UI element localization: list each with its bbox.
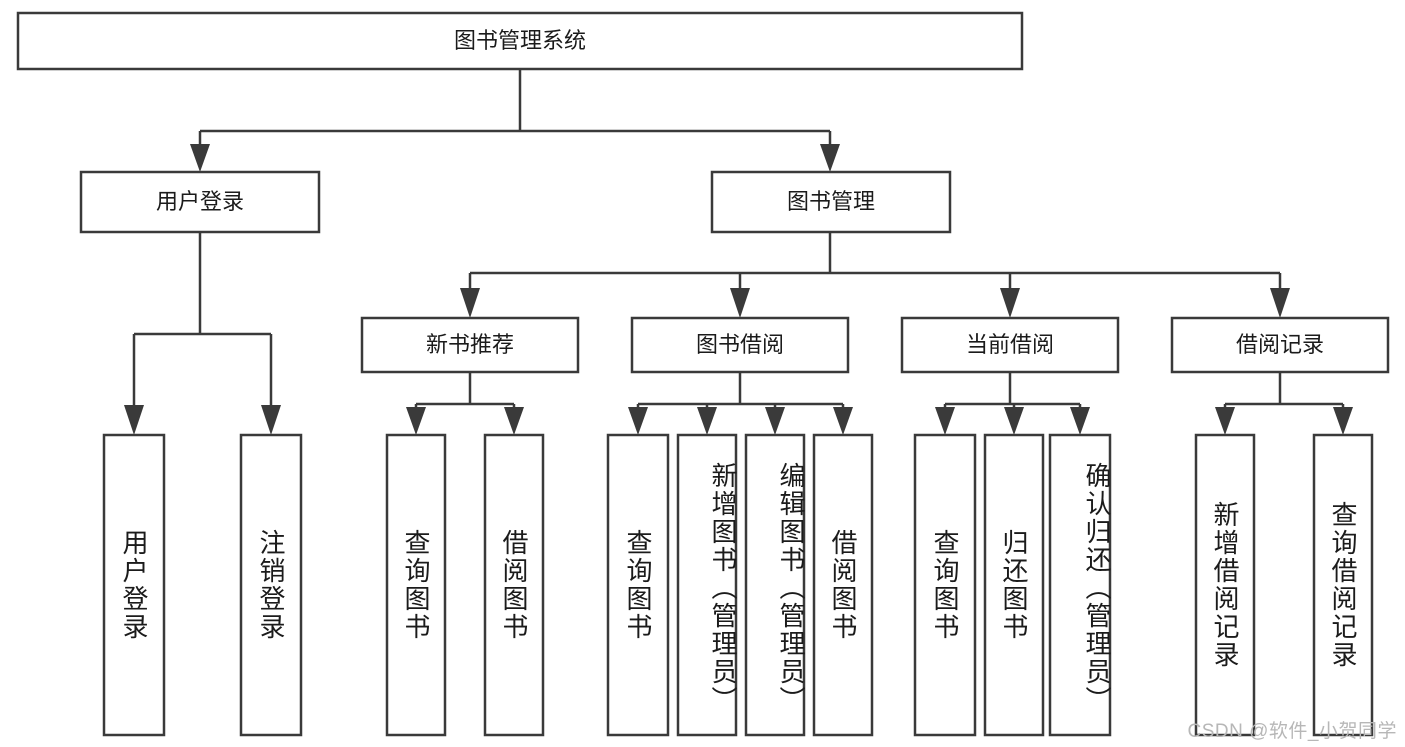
- connector-group-newbook: [406, 372, 524, 435]
- node-current-borrow-box[interactable]: [900, 316, 1120, 374]
- node-book-management[interactable]: 图书管理: [710, 170, 952, 234]
- arrow-to-leaf-user-login: [124, 405, 144, 435]
- arrow-to-leaf-confirm-return: [1070, 407, 1090, 435]
- csdn-watermark: CSDN @软件_小贺同学: [1187, 721, 1397, 742]
- node-current-borrow[interactable]: 当前借阅: [900, 316, 1120, 374]
- node-user-login[interactable]: 用户登录: [79, 170, 321, 234]
- node-new-book-recommend[interactable]: 新书推荐: [360, 316, 580, 374]
- connector-group-records: [1215, 372, 1353, 435]
- leaf-box-confirm-return[interactable]: [1048, 433, 1112, 737]
- arrow-to-leaf-query-book-2: [628, 407, 648, 435]
- node-new-book-recommend-label: 新书推荐: [426, 332, 514, 357]
- arrow-to-leaf-logout: [261, 405, 281, 435]
- arrow-to-leaf-query-book-1: [406, 407, 426, 435]
- node-book-management-label: 图书管理: [787, 189, 875, 214]
- leaf-box-query-book-1[interactable]: [385, 433, 447, 737]
- connector-group-user-login: [124, 232, 281, 435]
- connector-group-book-mgmt: [460, 232, 1290, 318]
- connector-group-current: [935, 372, 1090, 435]
- connector-group-root: [190, 69, 840, 172]
- node-book-management-box[interactable]: [710, 170, 952, 234]
- node-borrow-records-box[interactable]: [1170, 316, 1390, 374]
- leaf-box-add-book[interactable]: [676, 433, 738, 737]
- arrow-to-leaf-edit-book: [765, 407, 785, 435]
- arrow-to-book-mgmt: [820, 144, 840, 172]
- node-current-borrow-label: 当前借阅: [966, 332, 1054, 357]
- leaf-box-logout[interactable]: [239, 433, 303, 737]
- node-book-borrow-box[interactable]: [630, 316, 850, 374]
- node-borrow-records[interactable]: 借阅记录: [1170, 316, 1390, 374]
- node-root[interactable]: 图书管理系统: [16, 11, 1024, 71]
- arrow-to-leaf-query-book-3: [935, 407, 955, 435]
- node-root-box[interactable]: [16, 11, 1024, 71]
- arrow-to-leaf-query-record: [1333, 407, 1353, 435]
- leaf-box-edit-book[interactable]: [744, 433, 806, 737]
- leaf-box-user-login[interactable]: [102, 433, 166, 737]
- leaf-box-query-record[interactable]: [1312, 433, 1374, 737]
- node-book-borrow[interactable]: 图书借阅: [630, 316, 850, 374]
- arrow-to-leaf-add-book: [697, 407, 717, 435]
- node-user-login-label: 用户登录: [156, 189, 244, 214]
- arrow-to-user-login: [190, 144, 210, 172]
- node-borrow-records-label: 借阅记录: [1236, 332, 1324, 357]
- leaf-box-borrow-book-2[interactable]: [812, 433, 874, 737]
- arrow-to-current: [1000, 288, 1020, 318]
- node-book-borrow-label: 图书借阅: [696, 332, 784, 357]
- arrow-to-borrow: [730, 288, 750, 318]
- node-new-book-recommend-box[interactable]: [360, 316, 580, 374]
- node-root-label: 图书管理系统: [454, 28, 586, 53]
- arrow-to-leaf-borrow-book-2: [833, 407, 853, 435]
- node-user-login-box[interactable]: [79, 170, 321, 234]
- leaf-box-borrow-book-1[interactable]: [483, 433, 545, 737]
- arrow-to-leaf-return-book: [1004, 407, 1024, 435]
- leaf-box-return-book[interactable]: [983, 433, 1045, 737]
- arrow-to-records: [1270, 288, 1290, 318]
- leaf-box-add-record[interactable]: [1194, 433, 1256, 737]
- connector-group-borrow: [628, 372, 853, 435]
- leaf-box-query-book-2[interactable]: [606, 433, 670, 737]
- leaf-box-query-book-3[interactable]: [913, 433, 977, 737]
- arrow-to-leaf-borrow-book-1: [504, 407, 524, 435]
- arrow-to-newbook: [460, 288, 480, 318]
- arrow-to-leaf-add-record: [1215, 407, 1235, 435]
